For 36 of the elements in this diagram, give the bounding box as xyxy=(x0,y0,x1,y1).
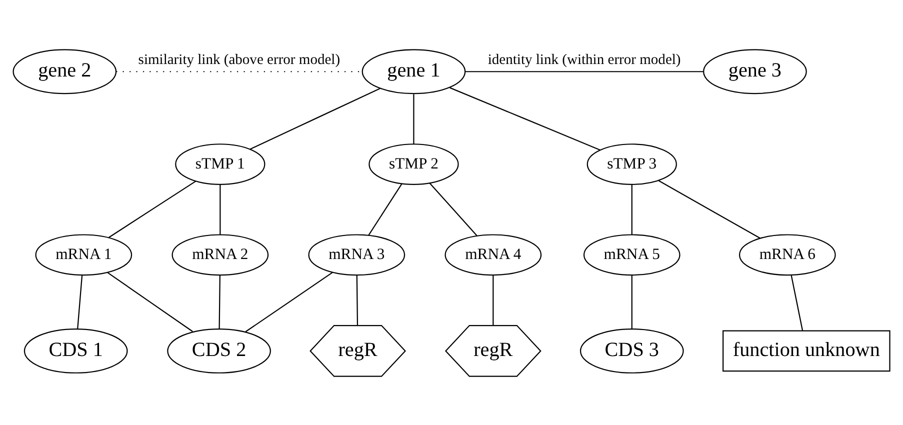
connector xyxy=(450,86,600,150)
node-ellipse: CDS 2 xyxy=(167,328,271,373)
connector xyxy=(220,184,221,234)
node-ellipse: sTMP 2 xyxy=(368,143,459,184)
connector xyxy=(218,274,220,328)
node-ellipse: mRNA 5 xyxy=(583,234,680,276)
connector xyxy=(250,87,380,150)
connector xyxy=(413,94,414,144)
connector xyxy=(108,180,196,238)
connector xyxy=(356,274,358,325)
node-box: function unknown xyxy=(722,330,890,372)
node-ellipse: mRNA 1 xyxy=(35,234,132,276)
connector xyxy=(107,272,193,332)
node-ellipse: mRNA 6 xyxy=(738,234,836,276)
node-ellipse: mRNA 3 xyxy=(308,234,406,276)
connector xyxy=(368,182,402,235)
node-ellipse: gene 1 xyxy=(362,48,466,94)
node-ellipse: CDS 3 xyxy=(580,328,684,373)
connector xyxy=(631,184,632,234)
edge-label: similarity link (above error model) xyxy=(138,52,340,68)
node-ellipse: sTMP 3 xyxy=(586,143,677,184)
connector xyxy=(790,274,804,330)
node-ellipse: sTMP 1 xyxy=(175,143,266,184)
connector xyxy=(631,274,632,328)
connector xyxy=(465,70,704,72)
connector xyxy=(429,182,478,236)
connector xyxy=(245,271,334,332)
node-ellipse: gene 2 xyxy=(12,48,117,94)
edge-label: identity link (within error model) xyxy=(488,52,681,68)
node-ellipse: mRNA 2 xyxy=(172,234,269,276)
node-ellipse: mRNA 4 xyxy=(444,234,542,276)
connector xyxy=(77,274,83,328)
connector xyxy=(658,180,760,238)
node-ellipse: gene 3 xyxy=(703,48,807,94)
node-ellipse: CDS 1 xyxy=(24,328,128,373)
connector xyxy=(492,274,494,325)
